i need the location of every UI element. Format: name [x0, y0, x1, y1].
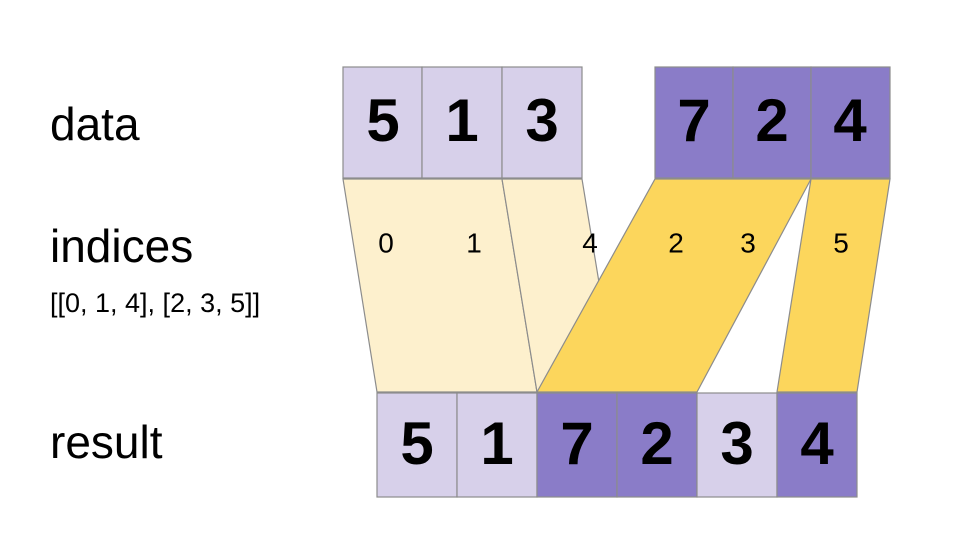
index-label-5: 5 [833, 227, 849, 258]
result-cell-value-4: 3 [720, 410, 753, 477]
data-cell-value-2: 3 [525, 87, 558, 154]
result-cell-value-0: 5 [400, 410, 433, 477]
index-label-4: 4 [582, 227, 598, 258]
data-row-label: data [50, 98, 140, 150]
index-label-layer: 0 1 4 2 3 5 [378, 227, 849, 258]
ribbon-layer [342, 178, 891, 393]
result-cell-value-5: 4 [800, 410, 834, 477]
result-cell-4 [696, 392, 778, 498]
index-label-1: 1 [466, 227, 482, 258]
result-cell-value-1: 1 [480, 410, 513, 477]
data-cell-5 [810, 66, 891, 179]
data-cell-0 [342, 66, 423, 179]
indices-row-label: indices [50, 220, 193, 272]
row-label-layer: data indices [[0, 1, 4], [2, 3, 5]] resu… [50, 98, 260, 468]
data-cell-1 [421, 66, 503, 179]
data-row: 5 1 3 7 2 4 [342, 66, 891, 179]
result-row-label: result [50, 416, 163, 468]
data-cell-value-1: 1 [445, 87, 478, 154]
result-cell-2 [536, 392, 618, 498]
data-cell-value-0: 5 [366, 87, 399, 154]
result-cell-value-2: 7 [560, 410, 593, 477]
index-label-3: 3 [740, 227, 756, 258]
result-cell-3 [616, 392, 698, 498]
ribbon-index-5 [776, 178, 891, 393]
data-cell-2 [501, 66, 583, 179]
result-cell-value-3: 2 [640, 410, 673, 477]
data-cell-value-5: 4 [833, 87, 867, 154]
data-cell-value-3: 7 [677, 87, 710, 154]
result-row: 5 1 7 2 3 4 [376, 392, 858, 498]
index-label-0: 0 [378, 227, 394, 258]
indices-expression-label: [[0, 1, 4], [2, 3, 5]] [50, 288, 260, 318]
data-cell-value-4: 2 [755, 87, 788, 154]
ribbon-index-2-3 [535, 178, 813, 393]
index-label-2: 2 [668, 227, 684, 258]
result-cell-5 [776, 392, 858, 498]
result-cell-1 [456, 392, 538, 498]
